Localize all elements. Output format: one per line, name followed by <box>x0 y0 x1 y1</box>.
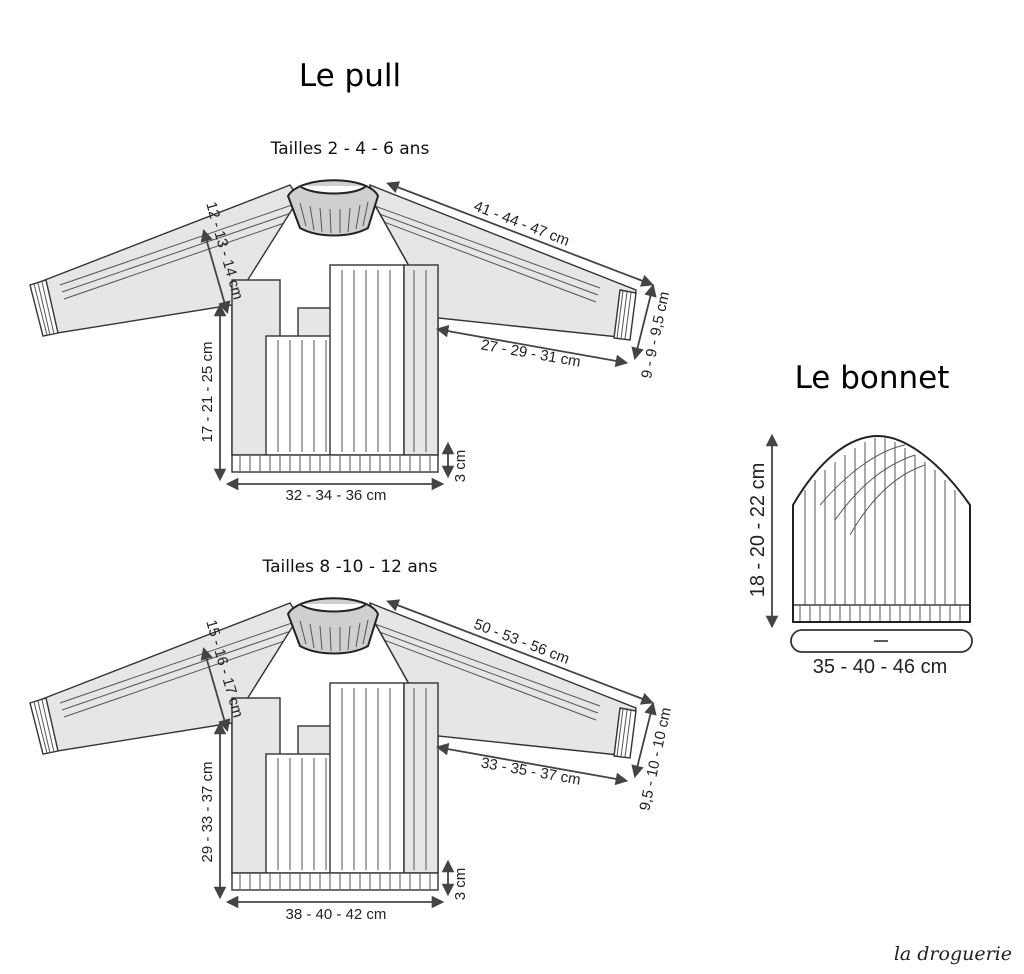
rib-measure: 3 cm <box>452 450 469 483</box>
sleeve-measure: 33 - 35 - 37 cm <box>480 754 582 788</box>
bonnet-section: Le bonnet 18 - 20 - 22 cm 35 - 40 - 46 c… <box>747 360 972 678</box>
bonnet-title: Le bonnet <box>795 360 950 396</box>
size-group-small: Tailles 2 - 4 - 6 ans 12 - 13 - 14 cm 41… <box>30 139 673 504</box>
rib-measure: 3 cm <box>452 868 469 901</box>
pull-title: Le pull <box>299 58 401 94</box>
length-measure: 17 - 21 - 25 cm <box>199 342 216 443</box>
cuff-measure: 9 - 9 - 9,5 cm <box>638 290 673 380</box>
hat-circumference-measure: 35 - 40 - 46 cm <box>813 656 948 678</box>
sleeve-measure: 27 - 29 - 31 cm <box>480 336 582 370</box>
hat-drawing <box>772 436 972 652</box>
width-measure: 32 - 34 - 36 cm <box>286 487 387 504</box>
size-group-large: Tailles 8 -10 - 12 ans 15 - 16 - 17 cm 5… <box>30 557 675 923</box>
size-label: Tailles 2 - 4 - 6 ans <box>270 139 430 159</box>
length-measure: 29 - 33 - 37 cm <box>199 762 216 863</box>
hat-height-measure: 18 - 20 - 22 cm <box>747 463 769 598</box>
sweater-drawing <box>30 180 652 484</box>
size-label: Tailles 8 -10 - 12 ans <box>262 557 438 577</box>
width-measure: 38 - 40 - 42 cm <box>286 906 387 923</box>
brand-logo: la droguerie <box>894 943 1012 965</box>
cuff-measure: 9,5 - 10 - 10 cm <box>636 706 674 812</box>
sweater-drawing <box>30 598 652 902</box>
